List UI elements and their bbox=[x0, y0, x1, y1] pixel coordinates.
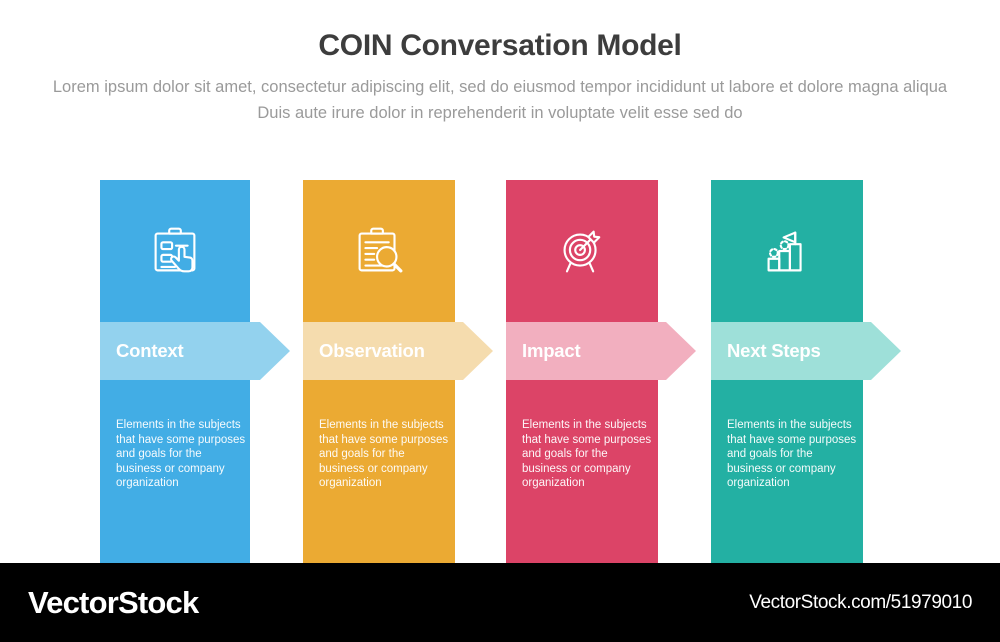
step-label-next-steps: Next Steps bbox=[727, 340, 821, 361]
step-column-impact[interactable]: Impact Elements in the subjects that hav… bbox=[506, 180, 696, 563]
step-description-next-steps: Elements in the subjects that have some … bbox=[727, 419, 857, 489]
step-band-context: Context bbox=[100, 322, 290, 380]
step-icon-zone-context bbox=[100, 180, 250, 322]
step-description-observation: Elements in the subjects that have some … bbox=[319, 419, 449, 489]
step-description-context: Elements in the subjects that have some … bbox=[116, 419, 246, 489]
clipboard-hand-icon bbox=[144, 220, 206, 282]
step-label-observation: Observation bbox=[319, 340, 425, 361]
footer-bar: VectorStock VectorStock.com/51979010 bbox=[0, 563, 1000, 642]
vectorstock-url: VectorStock.com/51979010 bbox=[749, 591, 972, 613]
step-column-context[interactable]: Context Elements in the subjects that ha… bbox=[100, 180, 290, 563]
page-subtitle: Lorem ipsum dolor sit amet, consectetur … bbox=[52, 78, 948, 122]
step-description-impact: Elements in the subjects that have some … bbox=[522, 419, 652, 489]
step-band-next-steps: Next Steps bbox=[711, 322, 901, 380]
page-title: COIN Conversation Model bbox=[318, 29, 682, 62]
vectorstock-logo: VectorStock bbox=[28, 584, 199, 620]
step-band-impact: Impact bbox=[506, 322, 696, 380]
step-icon-zone-observation bbox=[303, 180, 455, 322]
step-label-context: Context bbox=[116, 340, 184, 361]
band-arrow-shape-observation bbox=[303, 322, 493, 380]
band-arrow-shape-impact bbox=[506, 322, 696, 380]
header: COIN Conversation Model Lorem ipsum dolo… bbox=[0, 26, 1000, 126]
clipboard-magnifier-icon bbox=[348, 220, 410, 282]
step-column-next-steps[interactable]: Next Steps Elements in the subjects that… bbox=[711, 180, 901, 563]
step-icon-zone-impact bbox=[506, 180, 658, 322]
band-arrow-shape-context bbox=[100, 322, 290, 380]
step-column-observation[interactable]: Observation Elements in the subjects tha… bbox=[303, 180, 493, 563]
step-label-impact: Impact bbox=[522, 340, 581, 361]
bar-chart-flag-icon bbox=[756, 220, 818, 282]
step-icon-zone-next-steps bbox=[711, 180, 863, 322]
target-arrow-icon bbox=[551, 220, 613, 282]
step-band-observation: Observation bbox=[303, 322, 493, 380]
band-arrow-shape-next-steps bbox=[711, 322, 901, 380]
